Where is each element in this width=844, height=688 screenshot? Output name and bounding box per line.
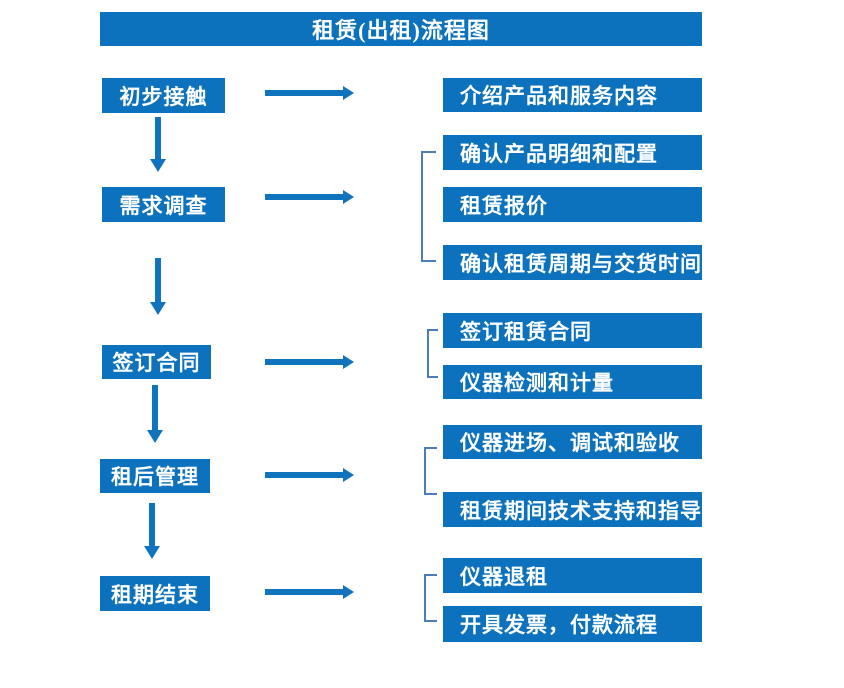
down-arrow-shaft <box>149 503 155 546</box>
down-arrow-icon <box>150 258 166 315</box>
right-arrow-head <box>343 190 354 204</box>
step-box-rental-end: 租期结束 <box>100 576 210 611</box>
detail-box-tech-support: 租赁期间技术支持和指导 <box>443 492 702 527</box>
down-arrow-shaft <box>152 385 158 430</box>
detail-box-invoice-payment: 开具发票，付款流程 <box>443 606 702 642</box>
right-arrow-shaft <box>265 472 343 478</box>
down-arrow-head <box>150 159 166 172</box>
detail-box-confirm-product-config: 确认产品明细和配置 <box>443 135 702 170</box>
right-arrow-shaft <box>265 194 343 200</box>
step-box-initial-contact: 初步接触 <box>102 78 225 113</box>
bracket-connector-rental-end <box>424 574 437 622</box>
down-arrow-icon <box>150 117 166 172</box>
right-arrow-icon <box>265 86 354 100</box>
right-arrow-icon <box>265 468 354 482</box>
down-arrow-head <box>147 430 163 443</box>
step-box-sign-contract: 签订合同 <box>102 345 211 379</box>
right-arrow-shaft <box>265 90 343 96</box>
down-arrow-head <box>150 302 166 315</box>
detail-box-introduce-products: 介绍产品和服务内容 <box>443 78 702 112</box>
step-box-demand-survey: 需求调查 <box>102 187 225 222</box>
right-arrow-icon <box>265 355 354 369</box>
bracket-connector-demand-survey <box>421 151 436 262</box>
right-arrow-shaft <box>265 359 343 365</box>
detail-box-rental-quote: 租赁报价 <box>443 187 702 222</box>
right-arrow-icon <box>265 585 354 599</box>
detail-box-instrument-testing: 仪器检测和计量 <box>443 365 702 399</box>
right-arrow-head <box>343 355 354 369</box>
flowchart-title: 租赁(出租)流程图 <box>100 12 702 46</box>
right-arrow-head <box>343 86 354 100</box>
right-arrow-head <box>343 585 354 599</box>
right-arrow-shaft <box>265 589 343 595</box>
step-box-post-rental-management: 租后管理 <box>100 459 210 493</box>
down-arrow-icon <box>144 503 160 559</box>
right-arrow-icon <box>265 190 354 204</box>
down-arrow-shaft <box>155 117 161 159</box>
detail-box-sign-rental-contract: 签订租赁合同 <box>443 313 702 348</box>
bracket-connector-post-rental <box>424 447 437 495</box>
down-arrow-head <box>144 546 160 559</box>
right-arrow-head <box>343 468 354 482</box>
down-arrow-icon <box>147 385 163 443</box>
down-arrow-shaft <box>155 258 161 302</box>
bracket-connector-sign-contract <box>427 329 438 378</box>
detail-box-instrument-setup-acceptance: 仪器进场、调试和验收 <box>443 425 702 459</box>
detail-box-confirm-period-delivery: 确认租赁周期与交货时间 <box>443 245 702 280</box>
detail-box-instrument-return: 仪器退租 <box>443 558 702 593</box>
